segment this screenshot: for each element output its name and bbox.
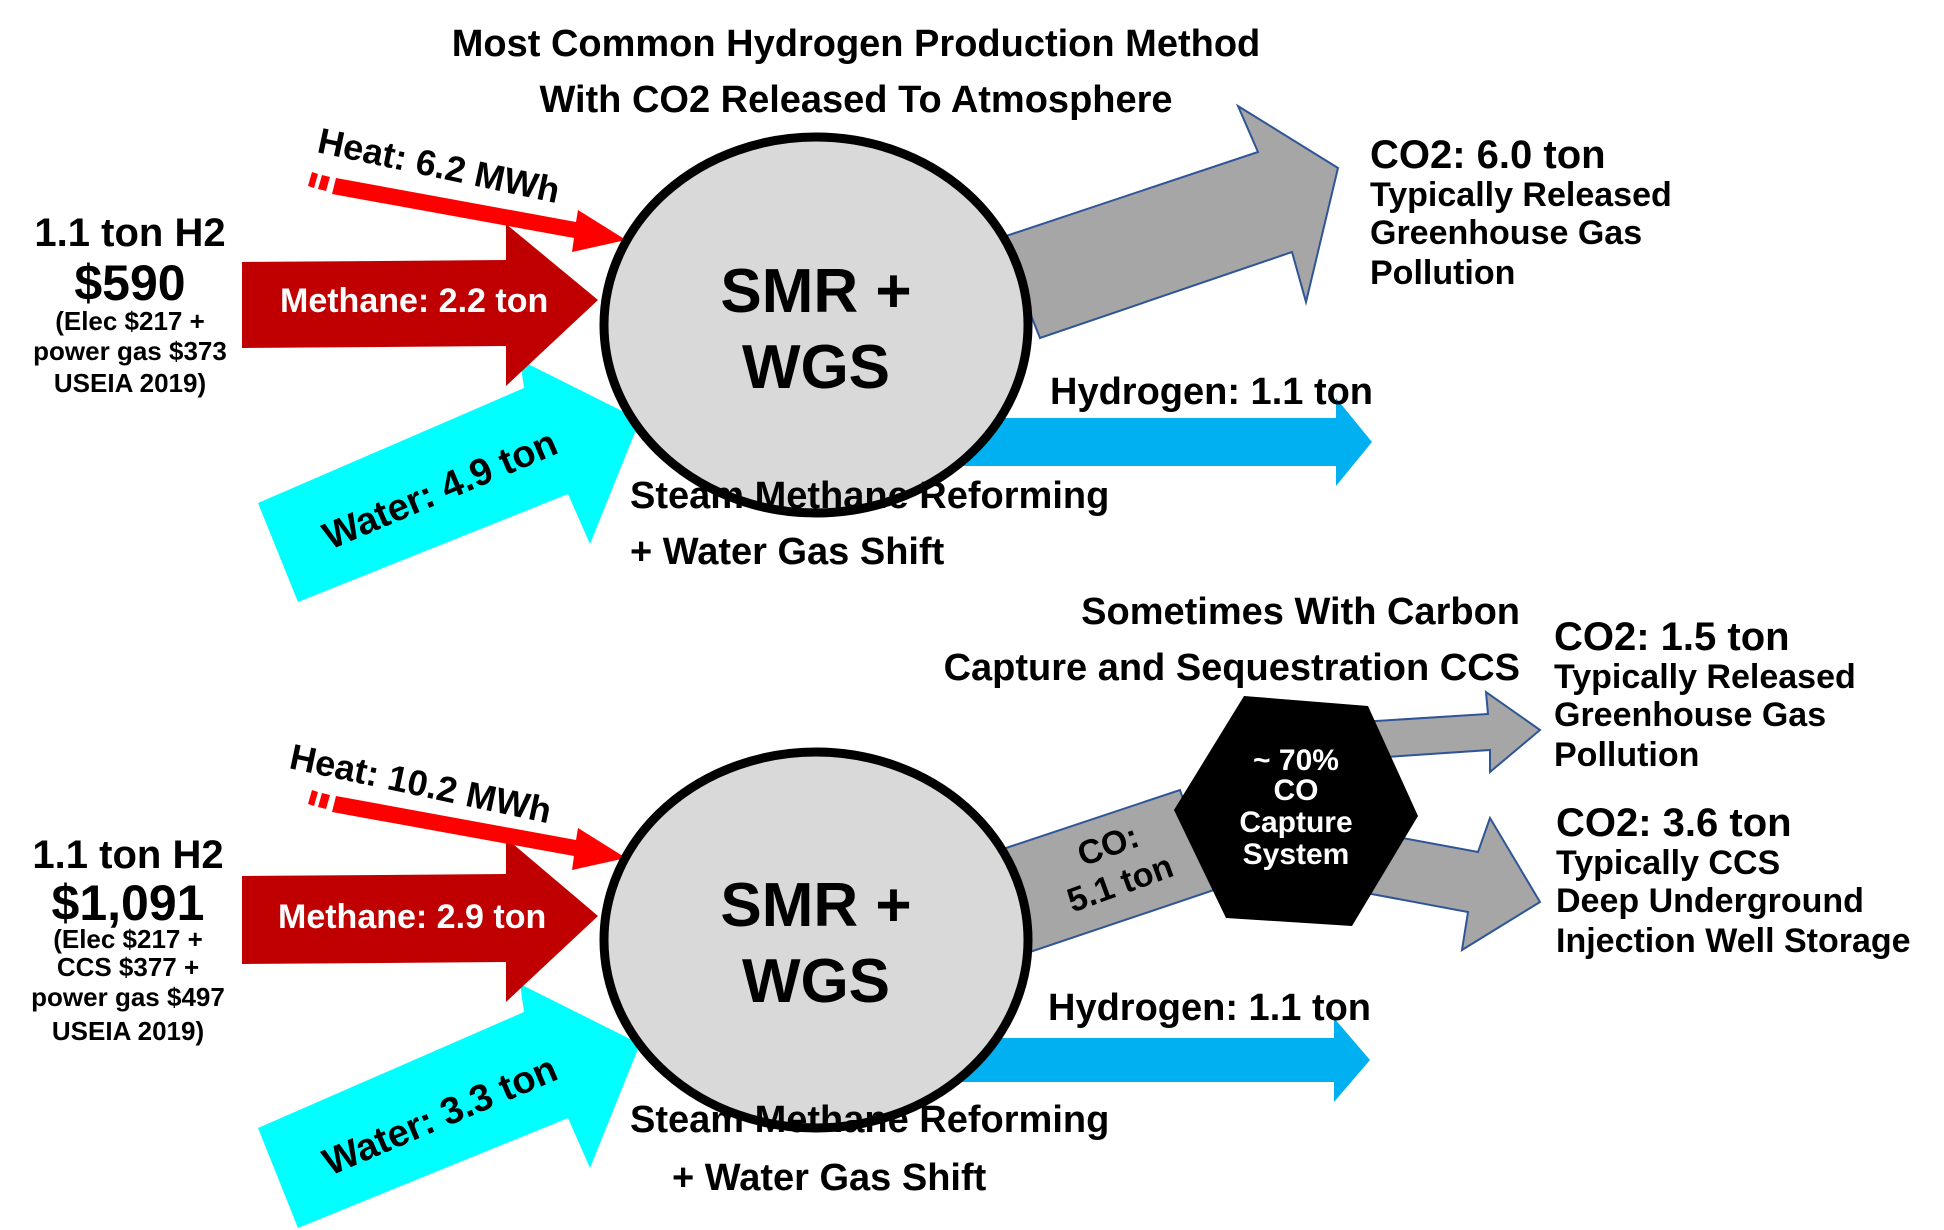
top-co2-arrow bbox=[998, 103, 1340, 340]
top-title-line2: With CO2 Released To Atmosphere bbox=[539, 79, 1172, 121]
bottom-hydrogen-arrow bbox=[900, 1018, 1370, 1102]
bottom-capture-line2: CO bbox=[1274, 774, 1319, 807]
bottom-co2-stored-title: CO2: 3.6 ton bbox=[1556, 801, 1792, 845]
top-process-line2: + Water Gas Shift bbox=[630, 531, 945, 573]
top-process: Most Common Hydrogen Production Method W… bbox=[33, 23, 1672, 602]
bottom-reactor bbox=[599, 747, 1033, 1133]
bottom-co2-released-title: CO2: 1.5 ton bbox=[1554, 615, 1790, 659]
top-cost-line2: power gas $373 bbox=[33, 336, 227, 366]
top-co2-line2: Greenhouse Gas bbox=[1370, 214, 1642, 252]
top-title-line1: Most Common Hydrogen Production Method bbox=[452, 23, 1261, 65]
bottom-capture-line1: ~ 70% bbox=[1253, 744, 1339, 777]
top-cost-price: $590 bbox=[74, 255, 185, 311]
bottom-cost-line4: USEIA 2019) bbox=[52, 1016, 204, 1046]
top-cost-line1: (Elec $217 + bbox=[55, 306, 205, 336]
bottom-process: Sometimes With Carbon Capture and Seques… bbox=[31, 591, 1911, 1228]
bottom-title-line1: Sometimes With Carbon bbox=[1081, 591, 1520, 633]
top-heat-arrow bbox=[308, 172, 626, 252]
bottom-heat-arrow bbox=[308, 790, 626, 870]
bottom-process-line1: Steam Methane Reforming bbox=[630, 1099, 1109, 1141]
bottom-reactor-line1: SMR + bbox=[720, 871, 911, 940]
bottom-co2-released-line3: Pollution bbox=[1554, 736, 1699, 774]
bottom-capture-system bbox=[1174, 696, 1418, 926]
bottom-methane-arrow bbox=[242, 838, 598, 1002]
top-process-line1: Steam Methane Reforming bbox=[630, 475, 1109, 517]
bottom-co2-stored-line2: Deep Underground bbox=[1556, 882, 1864, 920]
bottom-capture-line3: Capture bbox=[1239, 806, 1352, 839]
bottom-capture-line4: System bbox=[1243, 838, 1350, 871]
bottom-co2-stored-line1: Typically CCS bbox=[1556, 844, 1780, 882]
bottom-methane-label: Methane: 2.9 ton bbox=[278, 898, 546, 936]
top-reactor bbox=[599, 132, 1033, 518]
bottom-cost-line1: (Elec $217 + bbox=[53, 924, 203, 954]
top-co2-line3: Pollution bbox=[1370, 254, 1515, 292]
bottom-co2-released-line1: Typically Released bbox=[1554, 658, 1856, 696]
bottom-water-arrow bbox=[258, 984, 640, 1228]
top-methane-arrow bbox=[242, 224, 598, 386]
bottom-co2-stored-line3: Injection Well Storage bbox=[1556, 922, 1911, 960]
bottom-co2-released-line2: Greenhouse Gas bbox=[1554, 696, 1826, 734]
top-cost-amount: 1.1 ton H2 bbox=[34, 211, 225, 255]
bottom-cost-price: $1,091 bbox=[52, 875, 205, 931]
bottom-cost-line3: power gas $497 bbox=[31, 982, 225, 1012]
top-reactor-line1: SMR + bbox=[720, 257, 911, 326]
bottom-cost-line2: CCS $377 + bbox=[57, 952, 199, 982]
bottom-reactor-line2: WGS bbox=[742, 947, 890, 1016]
top-reactor-line2: WGS bbox=[742, 333, 890, 402]
bottom-cost-amount: 1.1 ton H2 bbox=[32, 833, 223, 877]
top-cost-line3: USEIA 2019) bbox=[54, 368, 206, 398]
bottom-hydrogen-label: Hydrogen: 1.1 ton bbox=[1048, 987, 1371, 1029]
top-hydrogen-arrow bbox=[900, 398, 1372, 486]
bottom-co2-released-arrow bbox=[1358, 689, 1542, 775]
top-water-arrow bbox=[258, 360, 640, 602]
top-co2-title: CO2: 6.0 ton bbox=[1370, 133, 1606, 177]
bottom-process-line2: + Water Gas Shift bbox=[672, 1157, 987, 1199]
top-hydrogen-label: Hydrogen: 1.1 ton bbox=[1050, 371, 1373, 413]
bottom-title-line2: Capture and Sequestration CCS bbox=[944, 647, 1520, 689]
top-co2-line1: Typically Released bbox=[1370, 176, 1672, 214]
top-methane-label: Methane: 2.2 ton bbox=[280, 282, 548, 320]
